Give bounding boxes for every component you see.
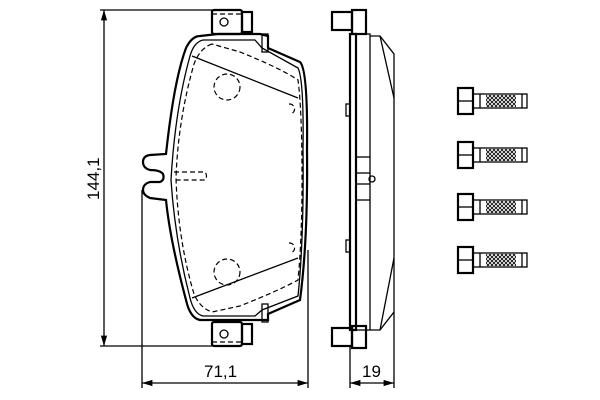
side-view-pad (330, 8, 395, 350)
thickness-dimension-label: 19 (362, 362, 381, 381)
width-dimension-label: 71,1 (204, 362, 237, 381)
bolt-1 (456, 86, 528, 116)
height-dimension: 144,1 (84, 9, 212, 347)
thickness-dimension: 19 (349, 312, 395, 388)
bolt-4 (456, 245, 528, 275)
front-view-pad (141, 8, 309, 348)
bolt-3 (456, 192, 528, 222)
height-dimension-label: 144,1 (84, 157, 103, 200)
bolt-2 (456, 140, 528, 170)
width-dimension: 71,1 (141, 190, 309, 388)
